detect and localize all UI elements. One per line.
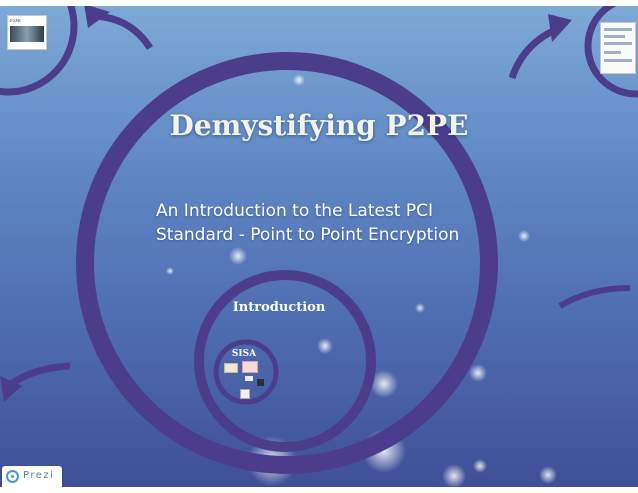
presentation-subtitle[interactable]: An Introduction to the Latest PCI Standa… xyxy=(156,199,496,247)
frame-label-introduction[interactable]: Introduction xyxy=(232,300,326,315)
main-ring xyxy=(76,52,498,474)
presentation-title[interactable]: Demystifying P2PE xyxy=(169,109,469,142)
thumbnail-line xyxy=(604,28,632,31)
arrow-right xyxy=(558,285,631,309)
ring-top-right xyxy=(584,6,638,98)
prezi-logo-text: Prezi xyxy=(23,470,55,481)
thumbnail-image xyxy=(10,26,44,42)
ring-top-left xyxy=(0,6,78,96)
frame-thumbnail-top-left[interactable]: P2PE xyxy=(7,15,47,50)
arrow-head-top-right xyxy=(548,14,572,42)
thumbnail-header: P2PE xyxy=(10,18,44,24)
thumbnail-line xyxy=(604,35,625,38)
sisa-mini-thumbnail[interactable] xyxy=(240,389,250,399)
subtitle-line-1: An Introduction to the Latest PCI xyxy=(156,201,434,221)
arrow-head-bottom-left xyxy=(0,376,22,402)
thumbnail-line xyxy=(604,42,632,45)
sisa-mini-thumbnail[interactable] xyxy=(245,376,253,381)
thumbnail-line xyxy=(604,51,621,54)
subtitle-line-2: Standard - Point to Point Encryption xyxy=(156,225,460,245)
frame-label-sisa[interactable]: SISA xyxy=(231,349,257,359)
presentation-canvas[interactable]: P2PE Demystifying P2PE An Introduction t… xyxy=(0,6,638,487)
frame-thumbnail-top-right[interactable] xyxy=(600,22,636,74)
sisa-mini-thumbnail[interactable] xyxy=(224,363,238,373)
sisa-mini-thumbnail[interactable] xyxy=(257,379,264,386)
arrow-top-left xyxy=(89,12,153,50)
introduction-ring xyxy=(194,270,376,452)
canvas-decorations xyxy=(0,6,638,487)
sisa-mini-thumbnail[interactable] xyxy=(242,361,258,373)
thumbnail-line xyxy=(604,59,632,62)
prezi-logo-icon xyxy=(6,470,19,483)
arrow-head-top-left xyxy=(84,6,110,28)
prezi-badge[interactable]: Prezi xyxy=(2,466,62,487)
sisa-ring xyxy=(213,339,279,405)
